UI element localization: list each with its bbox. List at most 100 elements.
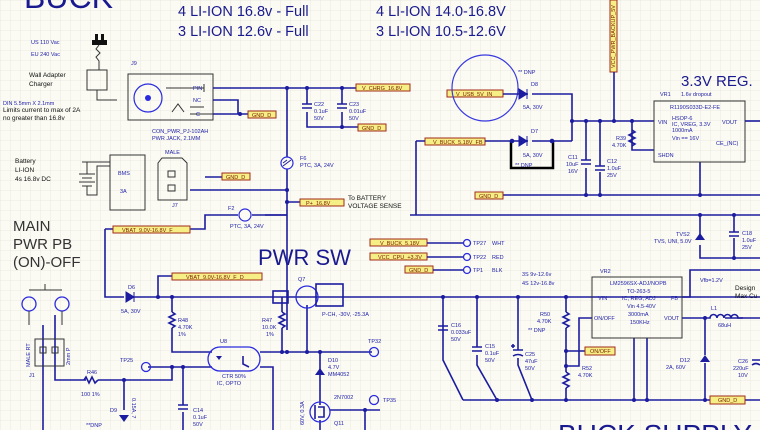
tvs2-diode[interactable] — [695, 233, 705, 240]
net-tag-vbat-f-d[interactable]: VBAT_9.0V-16.8V_F_D — [171, 272, 263, 281]
symbol-shape[interactable] — [29, 284, 62, 291]
net-tag-label[interactable]: GND_D — [362, 126, 381, 132]
wire-junction[interactable] — [280, 350, 284, 354]
f6-ptc-fuse[interactable] — [280, 156, 294, 170]
symbol-shape[interactable] — [518, 135, 528, 147]
symbol-shape[interactable] — [584, 346, 616, 356]
wire[interactable] — [472, 346, 482, 352]
symbol-shape[interactable] — [112, 225, 191, 234]
wire-junction[interactable] — [564, 295, 568, 299]
symbol-shape[interactable] — [518, 88, 528, 100]
d6-diode[interactable] — [125, 291, 135, 303]
wire-junction[interactable] — [645, 398, 649, 402]
net-tag-gnd-d[interactable]: GND_D — [709, 395, 746, 405]
symbol-shape[interactable] — [133, 83, 163, 113]
wire-junction[interactable] — [632, 398, 636, 402]
r48-resistor[interactable] — [167, 311, 177, 329]
symbol-shape[interactable] — [295, 285, 319, 309]
wire[interactable] — [751, 359, 760, 366]
wire-junction[interactable] — [564, 364, 568, 368]
net-tag-p-plus[interactable]: P+_16.8V — [299, 198, 345, 207]
wire[interactable] — [314, 405, 325, 419]
symbol-shape[interactable] — [315, 368, 325, 375]
wire[interactable] — [315, 283, 344, 307]
symbol-shape[interactable] — [653, 100, 746, 163]
main-power-pushbutton[interactable] — [21, 284, 70, 325]
j9-power-jack[interactable] — [127, 73, 214, 121]
wire-junction[interactable] — [495, 398, 499, 402]
wire[interactable] — [427, 242, 463, 271]
bms-module[interactable] — [109, 154, 146, 211]
symbol-shape[interactable] — [145, 95, 151, 101]
wire-junction[interactable] — [732, 213, 736, 217]
wire[interactable] — [438, 325, 448, 331]
wire[interactable] — [581, 159, 591, 165]
c12-capacitor[interactable] — [595, 165, 605, 171]
symbol-shape[interactable] — [299, 198, 345, 207]
r50-resistor[interactable] — [561, 311, 571, 329]
symbol-shape[interactable] — [207, 346, 261, 372]
wire-junction[interactable] — [285, 350, 289, 354]
d10-zener[interactable] — [315, 368, 325, 375]
symbol-shape[interactable] — [166, 84, 214, 115]
net-tag-label[interactable]: VBAT_9.0V-16.8V_F — [122, 228, 173, 234]
symbol-shape[interactable] — [157, 157, 188, 201]
wire-junction[interactable] — [238, 112, 242, 116]
c26-capacitor[interactable] — [751, 359, 760, 366]
wire-junction[interactable] — [549, 138, 555, 144]
wire-junction[interactable] — [598, 193, 602, 197]
wire-junction[interactable] — [170, 365, 174, 369]
symbol-shape[interactable] — [591, 276, 683, 339]
tp22-test-point[interactable] — [462, 252, 472, 262]
c16-capacitor[interactable] — [438, 325, 448, 331]
f2-ptc-fuse[interactable] — [238, 208, 252, 222]
wire[interactable] — [705, 313, 743, 319]
wire-junction[interactable] — [732, 256, 736, 260]
c25-capacitor[interactable] — [511, 344, 524, 357]
wire-junction[interactable] — [122, 378, 126, 382]
wire-junction[interactable] — [509, 138, 515, 144]
l1-inductor[interactable] — [705, 313, 743, 319]
net-tag-label[interactable]: GND_D — [718, 398, 737, 404]
wire[interactable] — [595, 165, 605, 171]
tp27-test-point[interactable] — [462, 238, 472, 248]
wire[interactable] — [242, 356, 250, 368]
symbol-shape[interactable] — [238, 208, 252, 222]
net-tag-label[interactable]: GND_D — [409, 268, 428, 274]
symbol-shape[interactable] — [709, 395, 746, 405]
net-tag-label[interactable]: V_BUCK_5.18V_FB — [433, 140, 483, 146]
net-tag-gnd-d[interactable]: GND_D — [404, 265, 434, 274]
wire-junction[interactable] — [570, 119, 574, 123]
net-tag-vcc-pwr[interactable]: VCC_PWR_BACKUP_5V — [609, 0, 618, 73]
wire[interactable] — [561, 371, 571, 389]
wire-junction[interactable] — [285, 188, 289, 192]
net-tag-label[interactable]: V_BUCK_5.18V — [380, 241, 420, 247]
wire-junction[interactable] — [156, 295, 160, 299]
symbol-shape[interactable] — [695, 233, 705, 240]
d7-diode[interactable] — [518, 135, 528, 147]
symbol-shape[interactable] — [109, 154, 146, 211]
wire-junction[interactable] — [584, 119, 588, 123]
symbol-shape[interactable] — [282, 159, 292, 167]
symbol-shape[interactable] — [368, 346, 380, 358]
symbol-shape[interactable] — [119, 415, 129, 422]
symbol-shape[interactable] — [51, 346, 59, 354]
wire-junction[interactable] — [703, 398, 707, 402]
vr2-buck-regulator[interactable] — [591, 276, 683, 339]
net-tag-label[interactable]: VCC_CPU_+3.3V — [378, 255, 422, 261]
net-tag-label[interactable]: GND_D — [479, 194, 498, 200]
symbol-shape[interactable] — [462, 252, 472, 262]
symbol-shape[interactable] — [127, 73, 214, 121]
symbol-shape[interactable] — [39, 346, 47, 354]
wire[interactable] — [190, 87, 358, 330]
r39-resistor[interactable] — [627, 129, 637, 147]
wire-junction[interactable] — [363, 408, 367, 412]
net-tag-label[interactable]: V_CHRG_16.8V — [362, 86, 403, 92]
symbol-shape[interactable] — [462, 265, 472, 275]
tp35-test-point[interactable] — [368, 394, 380, 406]
c23-capacitor[interactable] — [337, 103, 347, 109]
vr1-regulator[interactable] — [653, 100, 746, 163]
wire-junction[interactable] — [698, 213, 702, 217]
wire-junction[interactable] — [698, 193, 702, 197]
r46-resistor[interactable] — [83, 375, 99, 385]
